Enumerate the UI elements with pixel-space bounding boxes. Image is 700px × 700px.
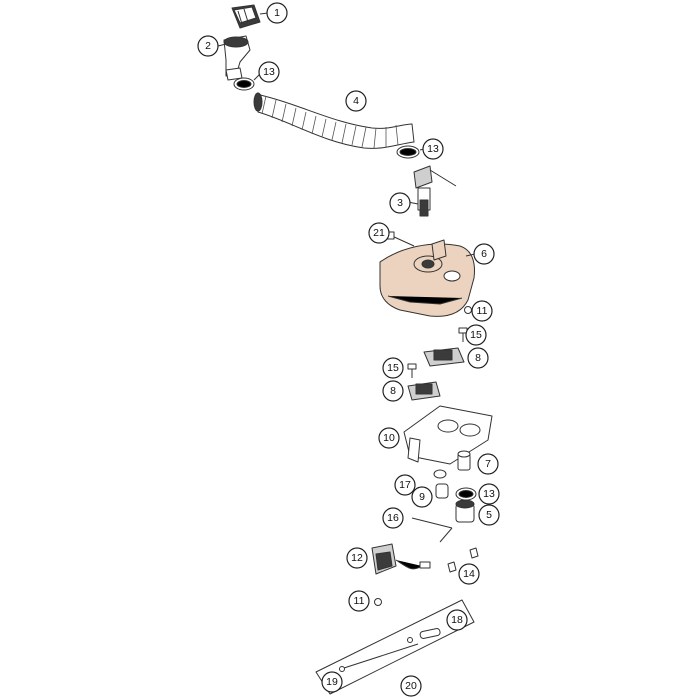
- svg-text:14: 14: [463, 568, 475, 580]
- callout-12: 12: [346, 547, 368, 569]
- svg-text:18: 18: [451, 614, 463, 626]
- svg-text:10: 10: [383, 432, 395, 444]
- svg-text:11: 11: [354, 595, 365, 607]
- part-clamp-inner: [236, 80, 252, 88]
- part-cap: [231, 4, 261, 29]
- callout-20: 20: [400, 675, 422, 697]
- callout-3: 3: [389, 192, 411, 214]
- svg-text:1: 1: [274, 7, 280, 19]
- svg-text:13: 13: [483, 488, 495, 500]
- part-screw: [374, 598, 382, 606]
- part-fuel-line: [411, 517, 453, 529]
- part-sensor: [407, 381, 441, 401]
- callout-8: 8: [382, 380, 404, 402]
- svg-text:20: 20: [405, 680, 417, 692]
- part-connector-assembly: [371, 543, 431, 575]
- svg-text:19: 19: [326, 676, 338, 688]
- part-filter-housing: [455, 499, 475, 523]
- callout-13: 13: [258, 61, 280, 83]
- svg-text:6: 6: [481, 248, 487, 260]
- callout-6: 6: [473, 243, 495, 265]
- part-filter: [457, 450, 471, 471]
- part-sensor-bracket: [423, 347, 465, 367]
- svg-text:15: 15: [387, 362, 399, 374]
- callout-18: 18: [446, 609, 468, 631]
- callout-11: 11: [471, 300, 493, 322]
- svg-text:11: 11: [477, 305, 488, 317]
- callout-19: 19: [321, 671, 343, 693]
- part-hose: [253, 92, 415, 149]
- callout-16: 16: [382, 507, 404, 529]
- svg-text:13: 13: [263, 66, 275, 78]
- part-fuel-tank: [379, 239, 475, 317]
- part-screw: [464, 306, 472, 314]
- callout-5: 5: [478, 504, 500, 526]
- callout-10: 10: [378, 427, 400, 449]
- callout-7: 7: [477, 453, 499, 475]
- svg-text:4: 4: [353, 95, 359, 107]
- svg-text:7: 7: [485, 458, 491, 470]
- svg-text:9: 9: [419, 491, 425, 503]
- part-fuel-pump: [413, 165, 457, 217]
- part-fitting: [407, 628, 441, 643]
- callout-17: 17: [394, 474, 416, 496]
- callout-13: 13: [478, 483, 500, 505]
- svg-text:8: 8: [475, 352, 481, 364]
- callout-4: 4: [345, 90, 367, 112]
- part-o-ring: [433, 469, 447, 479]
- callout-1: 1: [266, 2, 288, 24]
- svg-text:15: 15: [470, 329, 482, 341]
- svg-text:3: 3: [397, 197, 403, 209]
- part-bolt: [385, 231, 415, 247]
- callout-11: 11: [348, 590, 370, 612]
- callout-15: 15: [382, 357, 404, 379]
- callout-21: 21: [368, 222, 390, 244]
- svg-text:8: 8: [390, 385, 396, 397]
- part-clamp-inner: [458, 490, 474, 498]
- svg-text:16: 16: [387, 512, 399, 524]
- callout-2: 2: [197, 35, 219, 57]
- svg-text:5: 5: [486, 509, 492, 521]
- part-mounting-plate: [403, 405, 493, 465]
- callout-14: 14: [458, 563, 480, 585]
- part-nuts: [447, 547, 479, 573]
- part-clamp-inner: [399, 148, 417, 156]
- callout-13: 13: [422, 138, 444, 160]
- svg-text:21: 21: [373, 227, 385, 239]
- part-fuel-line: [439, 527, 453, 543]
- svg-text:2: 2: [205, 40, 211, 52]
- svg-text:13: 13: [427, 143, 439, 155]
- callout-9: 9: [411, 486, 433, 508]
- svg-text:17: 17: [399, 479, 411, 491]
- callout-8: 8: [467, 347, 489, 369]
- part-screw: [407, 363, 417, 378]
- callout-15: 15: [465, 324, 487, 346]
- part-elbow-connector: [223, 35, 251, 81]
- part-fitting: [435, 483, 449, 499]
- svg-text:12: 12: [351, 552, 363, 564]
